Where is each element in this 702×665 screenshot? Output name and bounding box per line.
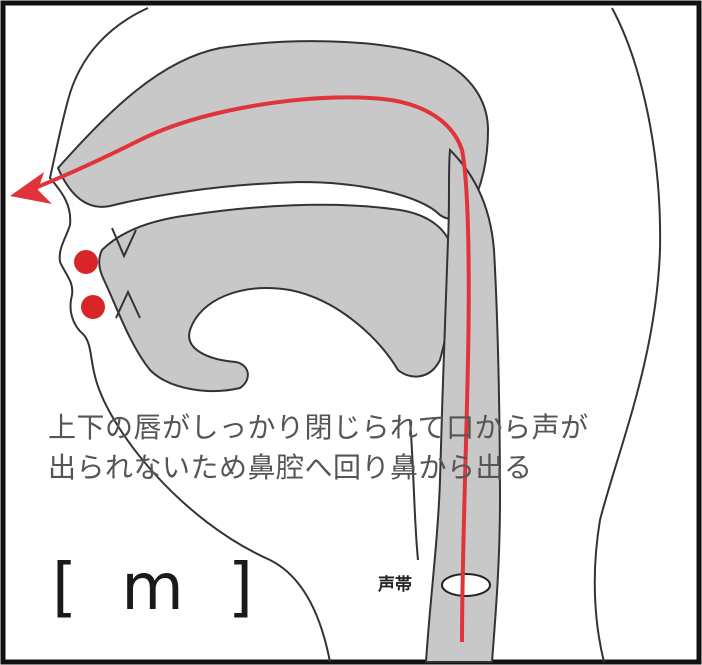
nasal-cavity (58, 41, 488, 219)
neck-outline (595, 8, 660, 662)
phoneme-label: [ m ] (52, 548, 265, 628)
upper-lip-marker (74, 250, 98, 274)
lower-lip-marker (81, 295, 105, 319)
airflow-arrowhead (10, 172, 52, 204)
tongue (99, 205, 453, 391)
vocal-cord-marker (442, 574, 490, 596)
caption-line-2: 出られないため鼻腔へ回り鼻から出る (48, 448, 688, 488)
diagram-caption: 上下の唇がしっかり閉じられて口から声が 出られないため鼻腔へ回り鼻から出る (48, 408, 688, 488)
vocal-cord-label: 声帯 (378, 570, 412, 595)
caption-line-1: 上下の唇がしっかり閉じられて口から声が (48, 408, 688, 448)
